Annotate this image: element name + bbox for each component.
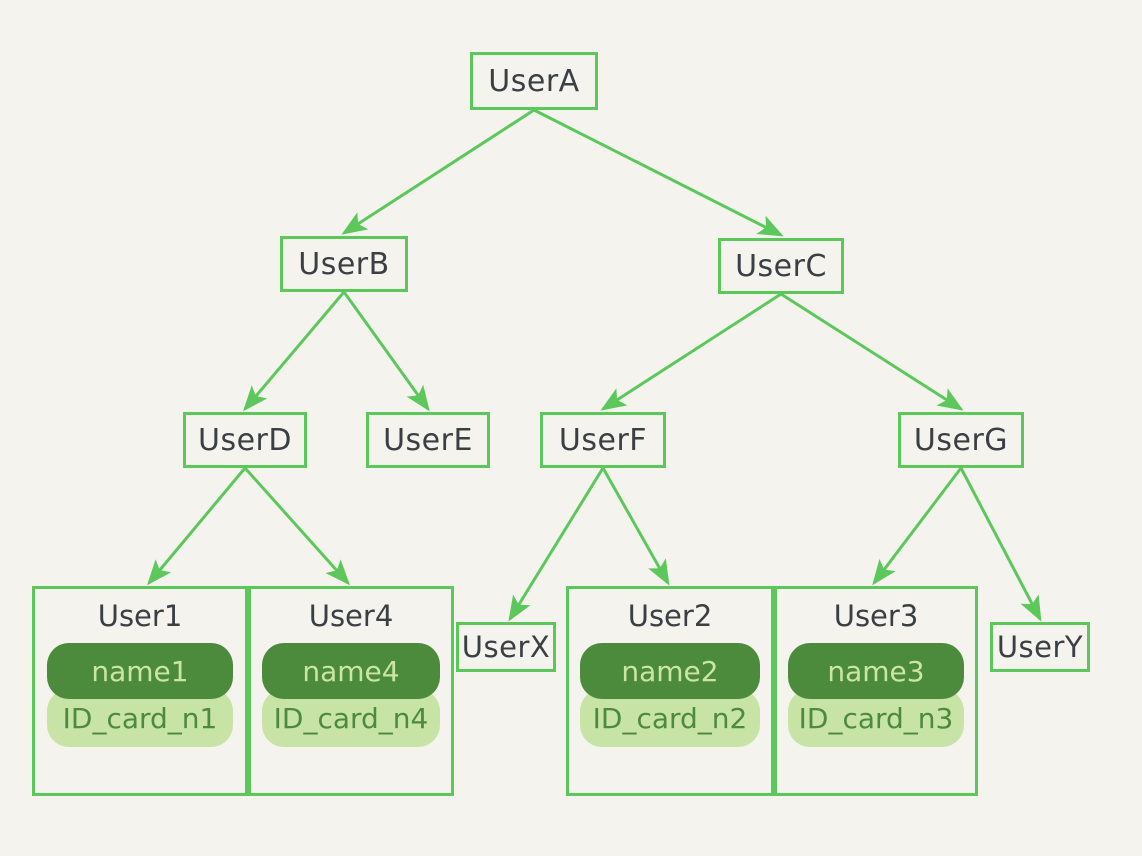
node-usera[interactable]: UserA <box>470 52 598 110</box>
node-usery[interactable]: UserY <box>990 622 1090 672</box>
node-label: UserD <box>198 422 292 458</box>
name-badge: name3 <box>787 643 965 699</box>
id-card-badge: ID_card_n2 <box>580 689 760 747</box>
name-badge: name2 <box>580 643 760 699</box>
node-label: UserC <box>735 248 827 284</box>
node-label: UserX <box>461 630 551 664</box>
edge-userd-to-user1 <box>147 467 247 586</box>
node-label: UserY <box>996 630 1084 664</box>
node-usere[interactable]: UserE <box>366 412 490 468</box>
node-label: UserE <box>383 422 473 458</box>
node-userd[interactable]: UserD <box>183 412 307 468</box>
edge-userc-to-userf <box>600 292 782 411</box>
edge-usera-to-userb <box>341 108 535 235</box>
leaf-title: User1 <box>97 599 183 633</box>
edge-userc-to-userg <box>780 292 964 411</box>
node-label: UserA <box>488 63 580 99</box>
edge-userb-to-usere <box>342 291 430 412</box>
edge-userb-to-userd <box>243 291 346 412</box>
leaf-title: User4 <box>308 599 394 633</box>
edges <box>147 108 1042 622</box>
node-label: UserB <box>298 246 390 282</box>
name-badge: name4 <box>262 643 440 699</box>
node-label: UserF <box>558 422 648 458</box>
edge-userf-to-user2 <box>601 467 670 586</box>
edge-userg-to-user3 <box>872 467 963 586</box>
node-userf[interactable]: UserF <box>540 412 666 468</box>
node-userc[interactable]: UserC <box>718 238 844 294</box>
edge-userd-to-user4 <box>243 466 351 586</box>
node-userx[interactable]: UserX <box>456 622 556 672</box>
edge-usera-to-userc <box>533 108 784 237</box>
leaf-title: User3 <box>833 599 919 633</box>
node-label: UserG <box>913 422 1009 458</box>
name-badge: name1 <box>46 643 234 699</box>
node-userb[interactable]: UserB <box>280 236 408 292</box>
leaf-title: User2 <box>627 599 713 633</box>
node-userg[interactable]: UserG <box>898 412 1024 468</box>
